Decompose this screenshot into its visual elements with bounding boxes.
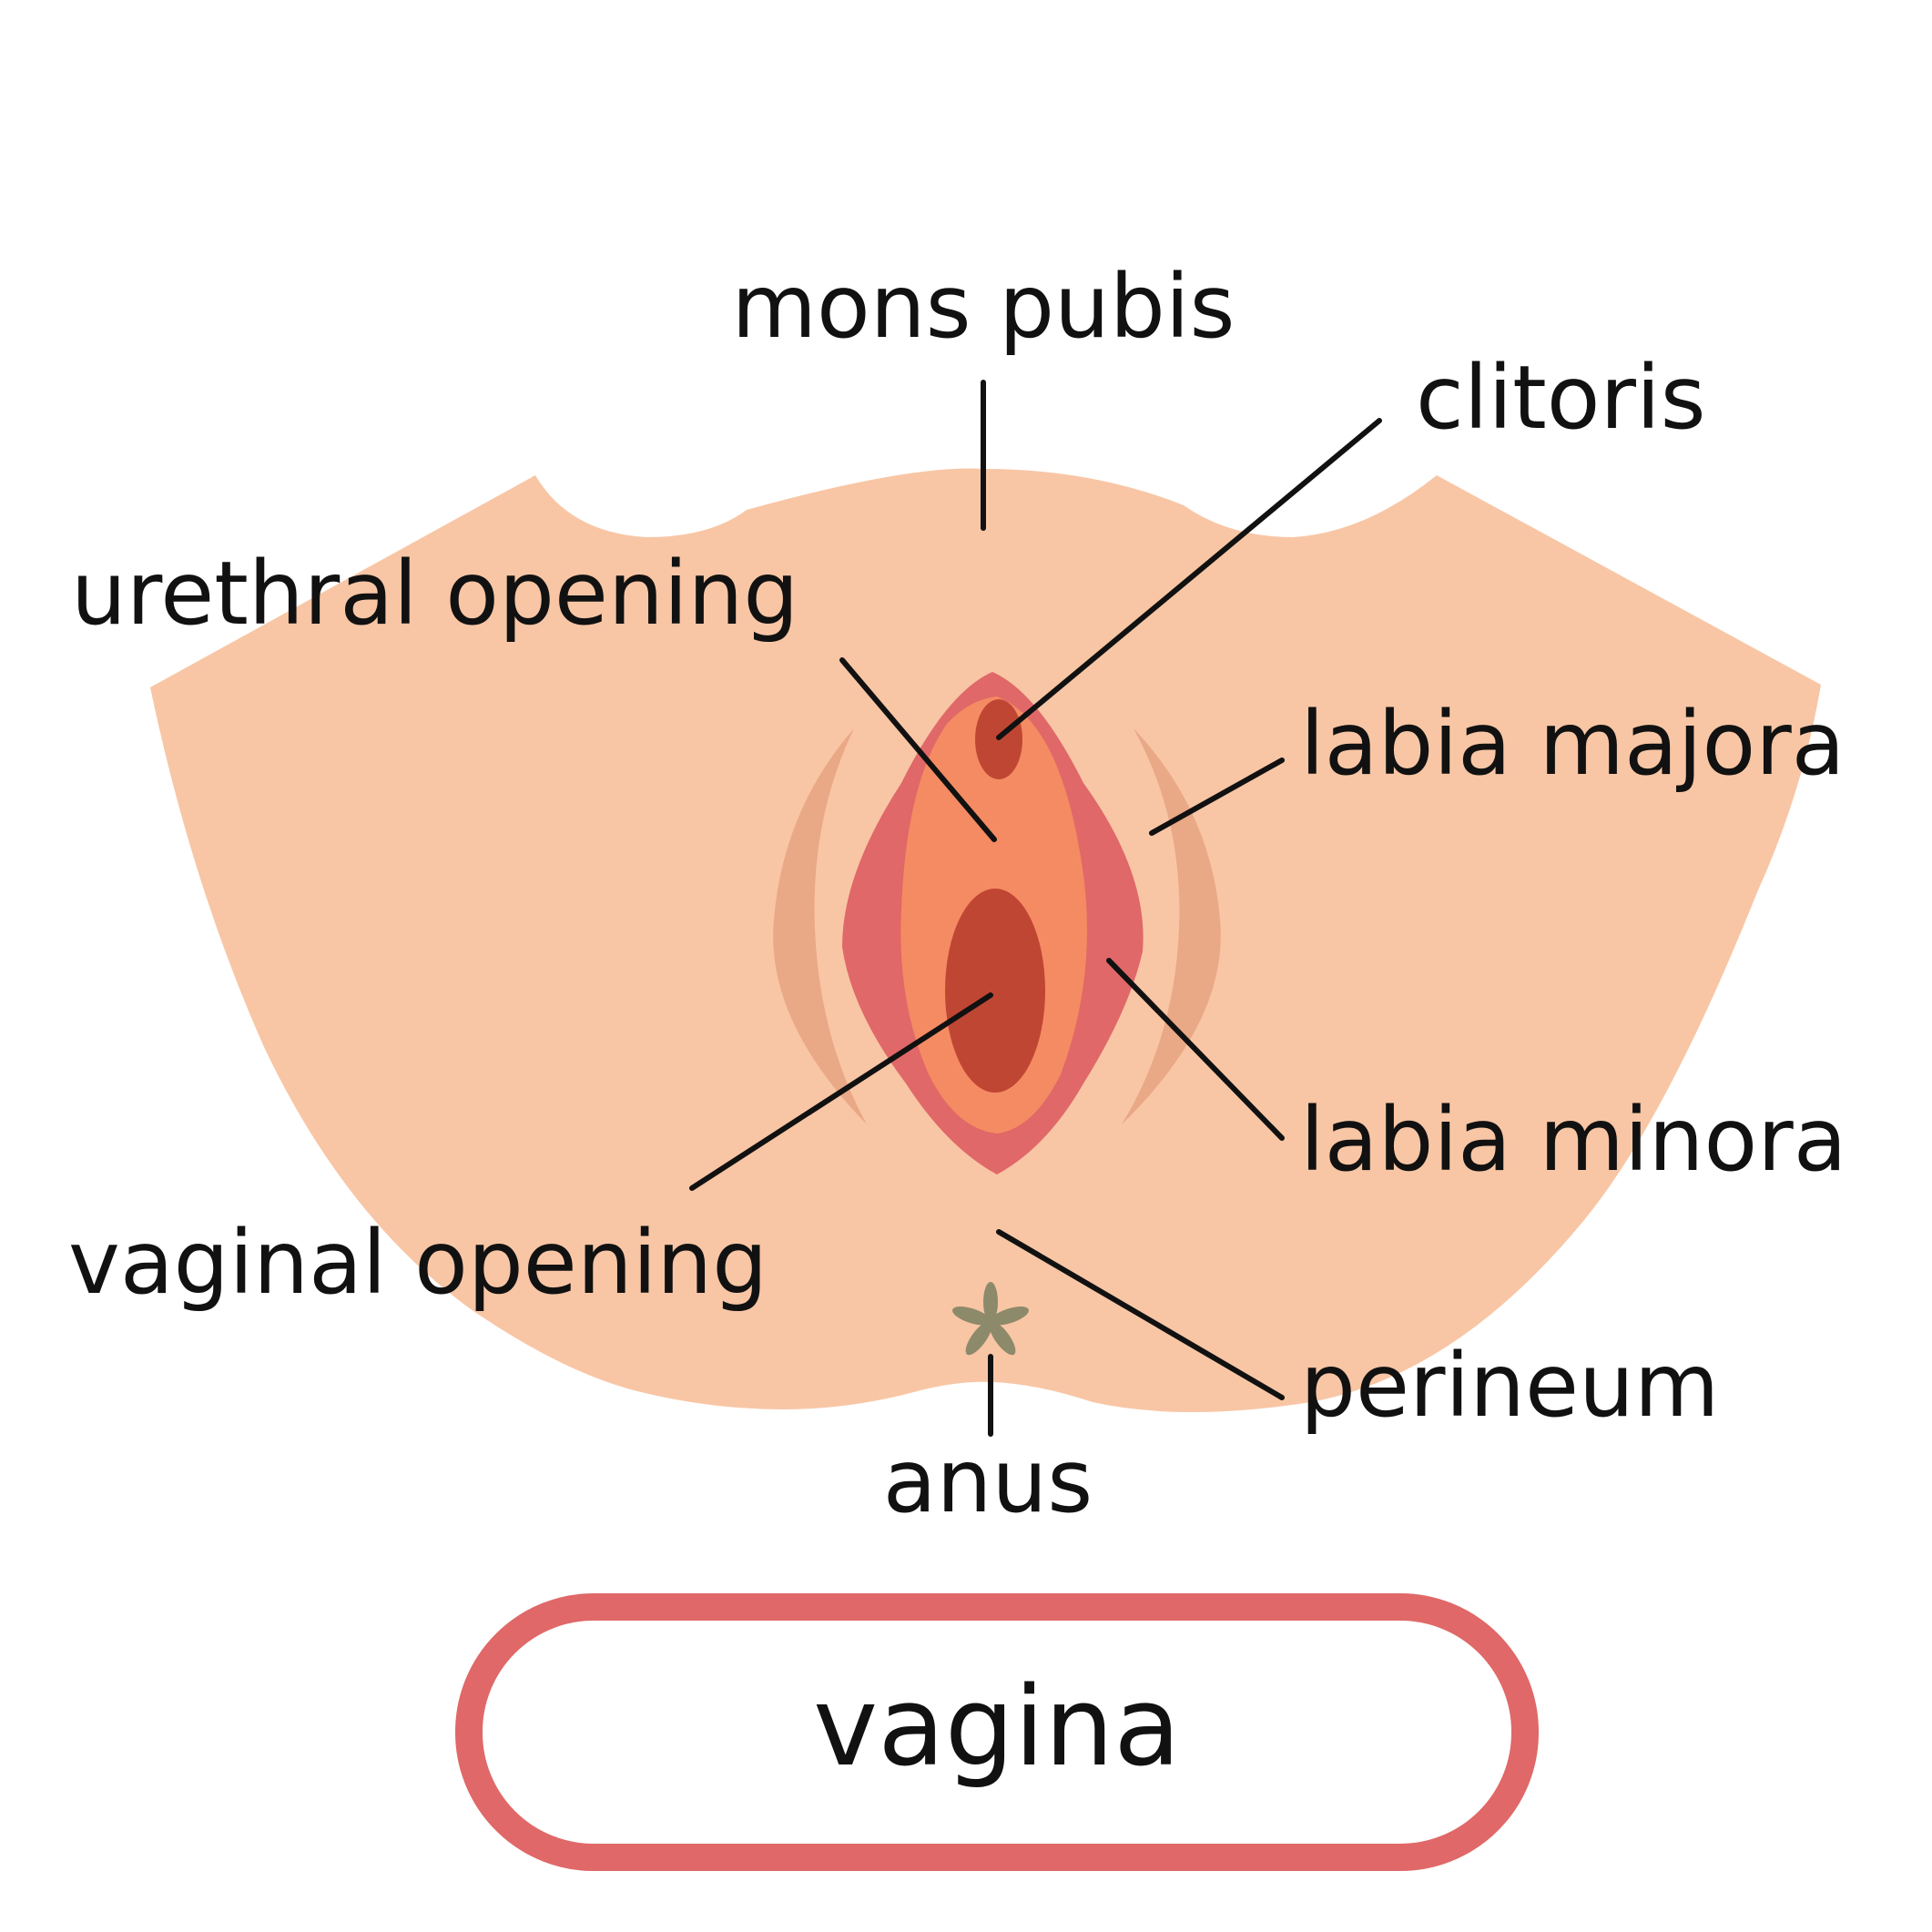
label-labia-minora: labia minora (1300, 1089, 1847, 1191)
labia-majora-right (1122, 728, 1221, 1124)
leader-urethral-opening (839, 657, 997, 842)
label-anus: anus (883, 1430, 1093, 1532)
title-text: vagina (813, 1664, 1181, 1791)
label-mons-pubis: mons pubis (731, 256, 1235, 358)
anus-icon (952, 1282, 1029, 1356)
leader-labia-minora (1106, 958, 1285, 1141)
label-labia-majora: labia majora (1300, 693, 1846, 795)
label-vaginal-opening: vaginal opening (68, 1212, 768, 1314)
label-perineum: perineum (1300, 1335, 1719, 1437)
labia-majora-left (773, 728, 867, 1124)
leader-labia-majora (1149, 758, 1285, 836)
label-urethral-opening: urethral opening (71, 543, 798, 645)
vaginal-opening-shape (945, 889, 1045, 1093)
title-badge (455, 1593, 1539, 1871)
leader-vaginal-opening (689, 992, 993, 1191)
label-clitoris: clitoris (1416, 347, 1706, 449)
leader-perineum (996, 1229, 1285, 1400)
leader-clitoris (996, 418, 1382, 740)
